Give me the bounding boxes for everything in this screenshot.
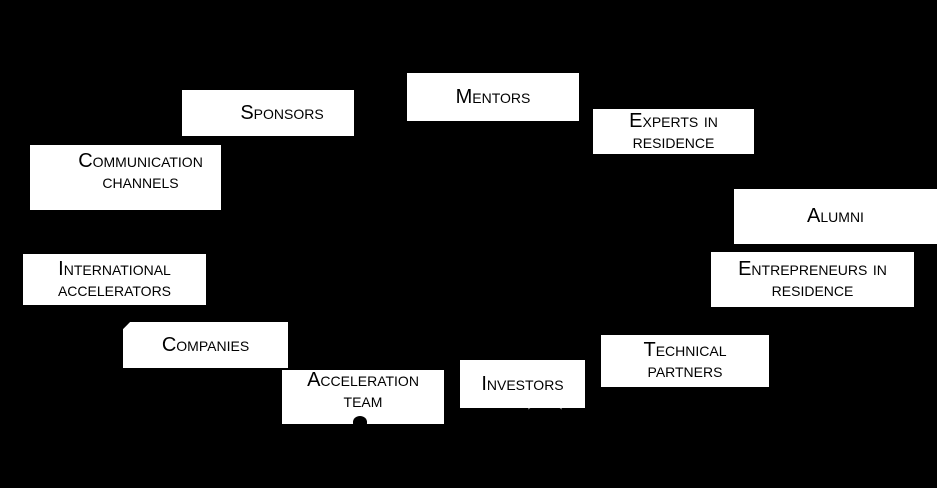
node-investors: Investors bbox=[460, 360, 585, 408]
node-alumni-label: Alumni bbox=[807, 205, 864, 227]
connector-arc bbox=[528, 403, 562, 417]
node-companies-label: Companies bbox=[161, 333, 250, 356]
node-technical-partners: Technical partners bbox=[601, 335, 769, 387]
node-mentors-label: Mentors bbox=[455, 85, 531, 108]
connector-dot bbox=[353, 416, 367, 428]
node-experts-label-line2: residence bbox=[632, 130, 715, 153]
node-entrepreneurs-label-line1: Entrepreneurs in bbox=[738, 257, 887, 280]
node-acceleration-team: Acceleration team bbox=[282, 370, 444, 424]
node-international-label-line2: accelerators bbox=[57, 278, 172, 301]
node-sponsors-label: Sponsors bbox=[240, 101, 324, 124]
node-international-label-line1: International bbox=[58, 257, 171, 280]
node-communication-label-line1: Communication bbox=[78, 150, 203, 172]
node-entrepreneurs-label-line2: residence bbox=[771, 278, 854, 301]
node-experts-label-line1: Experts in bbox=[629, 109, 718, 132]
node-acceleration-label-line2: team bbox=[343, 390, 383, 412]
node-technical-label-line2: partners bbox=[647, 360, 723, 382]
node-sponsors: Sponsors bbox=[182, 90, 354, 136]
node-experts-in-residence: Experts in residence bbox=[593, 109, 754, 154]
node-entrepreneurs-in-residence: Entrepreneurs in residence bbox=[711, 252, 914, 307]
node-technical-label-line1: Technical bbox=[643, 339, 727, 361]
node-communication-channels: Communication channels bbox=[30, 145, 221, 210]
node-international-accelerators: International accelerators bbox=[23, 254, 206, 305]
node-mentors: Mentors bbox=[407, 73, 579, 121]
node-communication-label-line2: channels bbox=[102, 171, 179, 193]
node-acceleration-label-line1: Acceleration bbox=[307, 369, 419, 391]
node-companies: Companies bbox=[123, 322, 288, 368]
node-investors-label: Investors bbox=[481, 372, 564, 395]
node-alumni: Alumni bbox=[734, 189, 937, 244]
